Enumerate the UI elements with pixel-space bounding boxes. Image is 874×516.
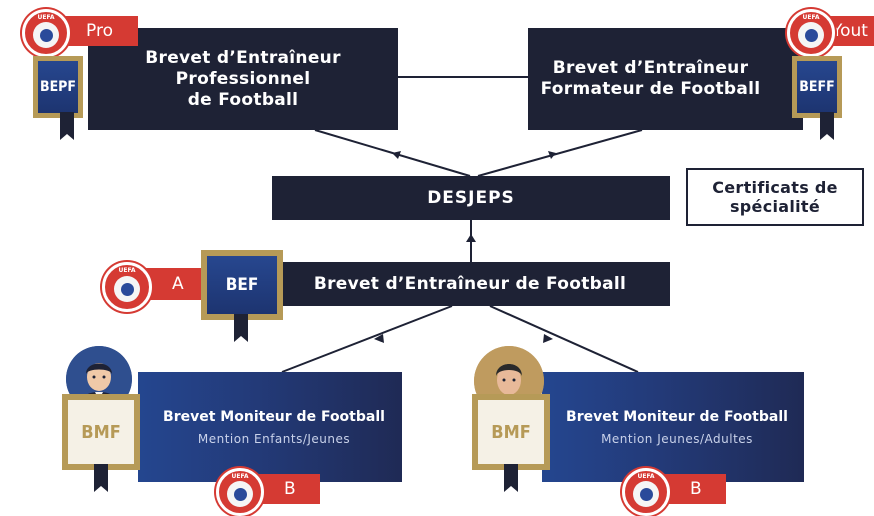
bef-badge: BEF (201, 250, 283, 320)
beff-badge-label: BEFF (797, 61, 837, 113)
uefa-b-label: B (284, 479, 296, 499)
uefa-logo-icon: UEFA (216, 468, 264, 516)
bef-badge-label: BEF (207, 256, 277, 314)
uefa-logo-icon: UEFA (622, 468, 670, 516)
uefa-logo-text: UEFA (37, 14, 55, 21)
bepf-title-line-1: Brevet d’Entraîneur (145, 47, 341, 68)
bmf-left-title: Brevet Moniteur de Football (163, 408, 385, 425)
arrow-to-bepf (392, 151, 401, 159)
uefa-logo-icon: UEFA (787, 9, 835, 57)
bepf-title-line-2: Professionnel (175, 68, 311, 89)
uefa-logo-icon: UEFA (102, 262, 152, 312)
connector-lines (281, 76, 643, 373)
connector-bmf-left-bef (281, 305, 453, 373)
bmf-right-title: Brevet Moniteur de Football (566, 408, 788, 425)
certificats-line-2: spécialité (729, 197, 821, 216)
uefa-pro-label: Pro (86, 21, 113, 41)
connector-bmf-right-bef (489, 305, 639, 373)
desjeps-label: DESJEPS (427, 188, 515, 208)
uefa-logo-text: UEFA (637, 473, 655, 480)
uefa-b-label: B (690, 479, 702, 499)
bmf-left-panel: Brevet Moniteur de Football Mention Enfa… (138, 372, 402, 482)
arrow-to-beff (548, 151, 556, 159)
uefa-logo-icon: UEFA (22, 9, 70, 57)
beff-title-line-2: Formateur de Football (540, 79, 761, 99)
bef-title: Brevet d’Entraîneur de Football (313, 274, 627, 294)
bepf-box: Brevet d’Entraîneur Professionnel de Foo… (88, 28, 398, 130)
ribbon-icon (60, 112, 74, 140)
bmf-right-mention: Mention Jeunes/Adultes (601, 431, 753, 446)
bmf-left-mention: Mention Enfants/Jeunes (197, 431, 351, 446)
bepf-title-line-3: de Football (187, 89, 299, 110)
bepf-badge-label: BEPF (38, 61, 78, 113)
connector-beff-desjeps (477, 129, 643, 177)
uefa-logo-text: UEFA (118, 267, 136, 274)
ribbon-icon (94, 464, 108, 492)
ribbon-icon (234, 314, 248, 342)
bef-box: Brevet d’Entraîneur de Football (270, 262, 670, 306)
beff-box: Brevet d’Entraîneur Formateur de Footbal… (528, 28, 803, 130)
ribbon-icon (820, 112, 834, 140)
beff-title-line-1: Brevet d’Entraîneur (552, 58, 749, 78)
arrow-from-bmf-right (543, 334, 553, 343)
arrow-from-bmf-left (374, 334, 384, 343)
desjeps-box: DESJEPS (272, 176, 670, 220)
bepf-badge: BEPF (33, 56, 83, 118)
certificats-box: Certificats de spécialité (686, 168, 864, 226)
certificats-line-1: Certificats de (712, 178, 838, 197)
bmf-left-badge-label: BMF (68, 400, 134, 464)
bmf-left-badge: BMF (62, 394, 140, 470)
bmf-right-badge-label: BMF (478, 400, 544, 464)
bmf-right-panel: Brevet Moniteur de Football Mention Jeun… (542, 372, 804, 482)
ribbon-icon (504, 464, 518, 492)
uefa-youth-label: Yout (832, 21, 868, 41)
arrow-to-desjeps (466, 234, 476, 242)
uefa-a-label: A (172, 274, 184, 294)
bmf-right-badge: BMF (472, 394, 550, 470)
beff-badge: BEFF (792, 56, 842, 118)
uefa-logo-text: UEFA (231, 473, 249, 480)
uefa-logo-text: UEFA (802, 14, 820, 21)
